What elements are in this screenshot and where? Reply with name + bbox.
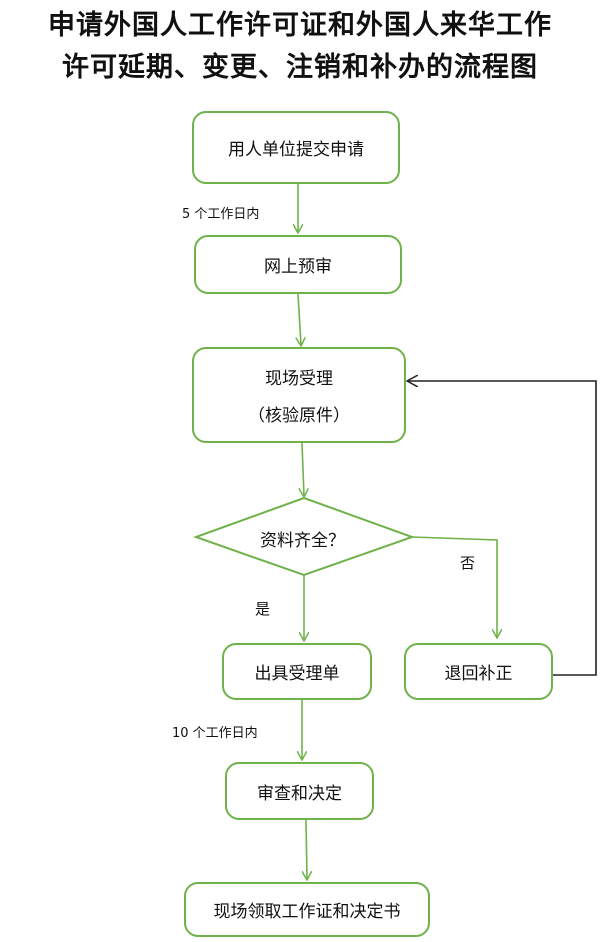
label-five-working-days: 5 个工作日内 [182,207,260,222]
node-return-label: 退回补正 [444,664,513,684]
node-onsite-sublabel: （核验原件） [248,406,350,426]
node-onsite-acceptance: 现场受理 （核验原件） [192,347,406,443]
node-review-decision: 审查和决定 [225,762,374,820]
label-yes: 是 [255,600,271,618]
node-online-precheck: 网上预审 [194,235,402,294]
page-title-line-2: 许可延期、变更、注销和补办的流程图 [62,52,538,83]
node-return-for-correction: 退回补正 [404,643,553,700]
label-no: 否 [460,554,476,572]
node-collect-label: 现场领取工作证和决定书 [213,902,401,922]
node-collect-permit: 现场领取工作证和决定书 [184,882,430,937]
decision-label: 资料齐全？ [260,531,345,551]
label-ten-working-days: 10 个工作日内 [172,726,258,741]
arrow-decision-no [411,536,497,637]
arrow-return-to-onsite [408,381,597,676]
node-precheck-label: 网上预审 [264,257,332,277]
arrow-precheck-to-onsite [298,293,301,345]
node-issue-receipt: 出具受理单 [222,643,372,700]
node-submit-label: 用人单位提交申请 [228,140,364,160]
page-title-line-1: 申请外国人工作许可证和外国人来华工作 [48,10,552,41]
arrow-review-to-collect [306,819,307,879]
node-submit-application: 用人单位提交申请 [192,111,400,184]
node-review-label: 审查和决定 [257,783,342,804]
node-issue-label: 出具受理单 [254,664,340,684]
node-onsite-label: 现场受理 [265,369,333,389]
arrow-onsite-to-decision [302,442,304,496]
